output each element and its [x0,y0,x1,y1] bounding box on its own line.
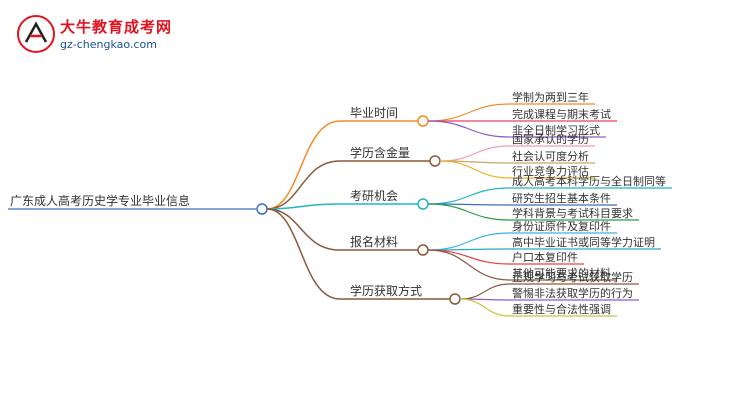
leaf-label[interactable]: 学科背景与考试科目要求 [512,206,633,220]
leaf-label[interactable]: 其他可能要求的材料 [512,266,611,280]
leaf-connector [427,187,511,205]
leaf-label[interactable]: 户口本复印件 [512,250,578,264]
leaf-connector [427,249,511,281]
site-logo[interactable]: 大牛教育成考网 gz-chengkao.com [16,14,216,58]
leaf-label[interactable]: 高中毕业证书或同等学力证明 [512,235,655,249]
site-name: 大牛教育成考网 [60,18,173,36]
branch-label[interactable]: 毕业时间 [350,106,398,120]
branch-label[interactable]: 学历获取方式 [350,283,422,298]
leaf-label[interactable]: 行业竞争力评估 [512,164,589,178]
leaf-label[interactable]: 完成课程与期末考试 [512,107,611,121]
branch-connector [266,203,341,210]
leaf-connector [427,120,511,138]
branch-connector [266,208,341,251]
branch-node [449,293,461,305]
leaf-connector [427,103,511,122]
leaf-label[interactable]: 学制为两到三年 [512,90,589,104]
leaf-label[interactable]: 成人高考本科学历与全日制同等 [512,174,666,188]
leaf-label[interactable]: 重要性与合法性强调 [512,302,611,316]
branch-label[interactable]: 学历含金量 [350,145,410,160]
branch-node [417,115,429,127]
branch-node [417,244,429,256]
branch-label[interactable]: 报名材料 [350,234,398,249]
leaf-label[interactable]: 社会认可度分析 [512,149,589,163]
leaf-connector [427,203,511,221]
branch-connector [266,160,341,210]
leaf-label[interactable]: 正规学习与考试获取学历 [512,270,633,284]
branch-connector [266,120,341,210]
site-url: gz-chengkao.com [60,38,157,51]
leaf-label[interactable]: 研究生招生基本条件 [512,191,611,205]
leaf-connector [459,283,511,300]
leaf-label[interactable]: 身份证原件及复印件 [512,219,611,233]
leaf-label[interactable]: 警惕非法获取学历的行为 [512,286,633,300]
leaf-label[interactable]: 国家承认的学历 [512,132,589,146]
leaf-label[interactable]: 非全日制学习形式 [512,123,600,137]
branch-connector [266,208,341,300]
leaf-connector [427,249,511,265]
leaf-connector [439,160,511,179]
branch-label[interactable]: 考研机会 [350,189,398,203]
branch-node [429,155,441,167]
leaf-connector [439,145,511,162]
leaf-connector [427,232,511,251]
leaf-connector [459,298,511,317]
branch-node [417,198,429,210]
logo-emblem-icon [17,15,55,53]
root-label: 广东成人高考历史学专业毕业信息 [10,193,190,208]
root-node [256,203,268,215]
